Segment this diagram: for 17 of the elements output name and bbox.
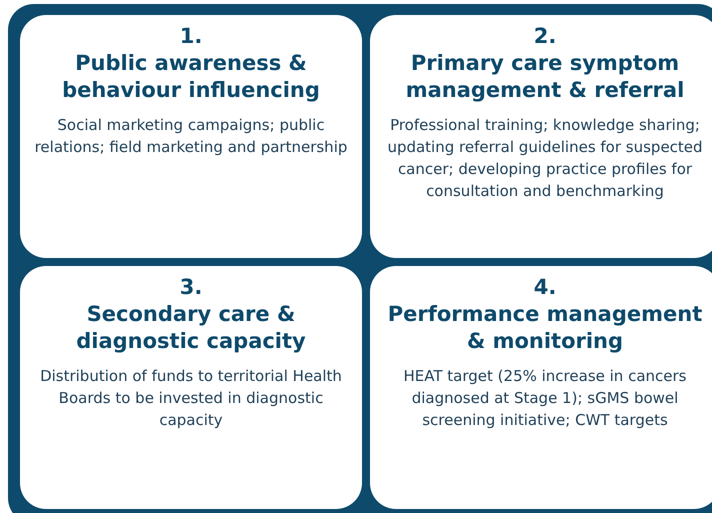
card-description: Distribution of funds to territorial Health Boards to be invested in diagnostic capacity: [39, 366, 343, 431]
card-heading: Primary care symptom management & referral: [404, 50, 686, 104]
card-heading: Public awareness & behaviour influencing: [61, 50, 321, 104]
card: [20, 266, 362, 509]
card: [370, 15, 712, 258]
card-description: HEAT target (25% increase in cancers diagnosed at Stage 1); sGMS bowel screening initiative; CWT targets: [402, 366, 688, 431]
number-label: 1.: [178, 23, 204, 50]
card-description: Professional training; knowledge sharing; updating referral guidelines for suspected cancer; developing practice profiles for consultation and benchmarking: [386, 115, 704, 202]
card-description: Social marketing campaigns; public relations; field marketing and partnership: [34, 115, 348, 158]
card-heading: Performance management & monitoring: [386, 301, 704, 355]
number-label: 2.: [532, 23, 558, 50]
panel-background: [8, 4, 712, 513]
card-heading: Secondary care & diagnostic capacity: [75, 301, 307, 355]
card: [20, 15, 362, 258]
number-label: 3.: [178, 274, 204, 301]
card: [370, 266, 712, 509]
number-label: 4.: [532, 274, 558, 301]
